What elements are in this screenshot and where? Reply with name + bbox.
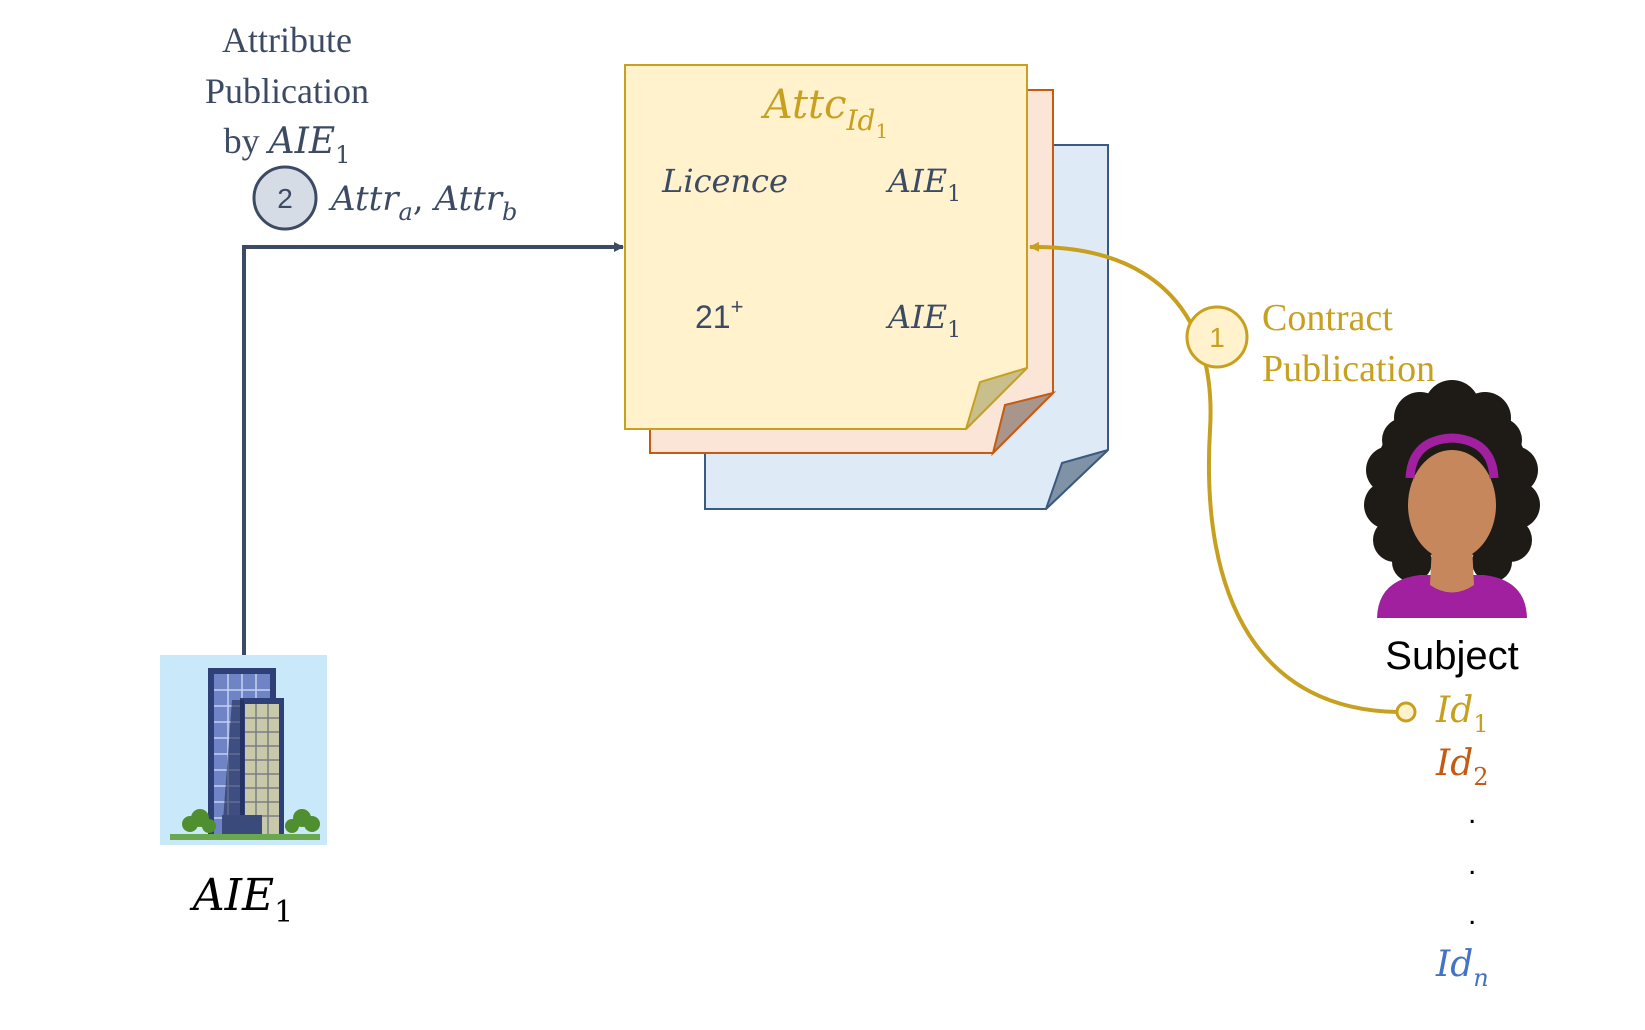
building-ground xyxy=(170,834,320,840)
building-icon xyxy=(160,655,327,845)
caption-aie-symbol: AIE xyxy=(266,121,336,162)
step-2-number: 2 xyxy=(277,183,293,214)
contract-title-subsubscript: 1 xyxy=(875,119,888,143)
step-1-badge: 1 xyxy=(1185,305,1249,369)
contract-row-1-issuer-subscript: 1 xyxy=(947,182,961,207)
step-2-badge: 2 xyxy=(252,165,318,231)
subject-avatar xyxy=(1364,380,1540,618)
entity-label-base: AIE xyxy=(189,870,274,921)
subject-id-2-subscript: 2 xyxy=(1473,763,1488,791)
building-trees xyxy=(182,809,320,833)
contract-row-1-attribute: Licence xyxy=(661,162,788,200)
attr-a-base: Attr xyxy=(328,179,400,219)
contract-title-base: Attc xyxy=(760,82,847,128)
contract-document-middle-fold xyxy=(991,391,1057,457)
contract-publication-arrow xyxy=(1029,241,1403,714)
contract-row-2-issuer: AIE1 xyxy=(885,298,961,343)
subject-id-2-base: Id xyxy=(1435,743,1473,784)
contract-document-back-fold xyxy=(1045,449,1109,510)
contract-row-2-attribute: 21+ xyxy=(695,294,743,335)
entity-label: AIE1 xyxy=(189,870,293,930)
contract-row-1-issuer-base: AIE xyxy=(885,162,947,200)
step-2-circle xyxy=(252,165,318,231)
contract-row-2-attribute-superscript: + xyxy=(731,294,744,319)
attribute-publication-arrow xyxy=(242,242,624,655)
contract-title: AttcId1 xyxy=(760,82,888,143)
building-entrance xyxy=(222,815,262,835)
subject-ellipsis-dot-3: . xyxy=(1468,898,1476,931)
step-1-circle xyxy=(1185,305,1249,369)
contract-row-1-issuer: AIE1 xyxy=(885,162,961,207)
subject-shirt xyxy=(1377,575,1527,618)
attr-a-subscript: a xyxy=(399,198,413,226)
subject-headband xyxy=(1405,433,1499,479)
building-shadow xyxy=(222,700,244,834)
subject-face xyxy=(1408,450,1496,560)
contract-caption-line-publication: Publication xyxy=(1262,348,1435,390)
contract-row-2-issuer-base: AIE xyxy=(885,298,947,336)
subject-id-1-base: Id xyxy=(1435,690,1473,731)
contract-publication-origin-dot xyxy=(1395,701,1417,723)
subject-id-n: Idn xyxy=(1435,944,1489,992)
step-1-number: 1 xyxy=(1209,322,1225,353)
attr-b-base: Attr xyxy=(431,179,503,219)
subject-id-n-subscript: n xyxy=(1473,964,1488,992)
contract-document-stack xyxy=(624,64,1109,510)
published-attributes-label: Attra, Attrb xyxy=(328,179,517,226)
subject-ellipsis-dot-1: . xyxy=(1468,797,1476,830)
attr-separator: , xyxy=(413,179,435,219)
caption-line-attribute: Attribute xyxy=(222,20,352,60)
subject-id-1-subscript: 1 xyxy=(1473,710,1488,738)
attr-b-subscript: b xyxy=(502,198,517,226)
caption-line-publication: Publication xyxy=(205,71,369,111)
subject-id-n-base: Id xyxy=(1435,944,1473,985)
entity-label-subscript: 1 xyxy=(274,895,293,930)
building-tower-right-glass xyxy=(245,704,279,834)
subject-id-1: Id1 xyxy=(1435,690,1489,738)
contract-document-front-fold xyxy=(965,367,1028,430)
subject-ellipsis-dot-2: . xyxy=(1468,848,1476,881)
contract-row-2-attribute-base: 21 xyxy=(695,299,731,335)
caption-aie-subscript: 1 xyxy=(335,141,350,169)
attribute-publication-caption: Attribute Publication by AIE1 xyxy=(205,20,369,169)
subject-label: Subject xyxy=(1385,634,1518,678)
contract-row-2-issuer-subscript: 1 xyxy=(947,318,961,343)
subject-id-2: Id2 xyxy=(1435,743,1489,791)
caption-by-word: by xyxy=(224,121,269,161)
caption-line-by-aie: by AIE1 xyxy=(224,121,351,169)
contract-title-subscript: Id xyxy=(846,104,876,137)
contract-caption-line-contract: Contract xyxy=(1262,297,1393,339)
